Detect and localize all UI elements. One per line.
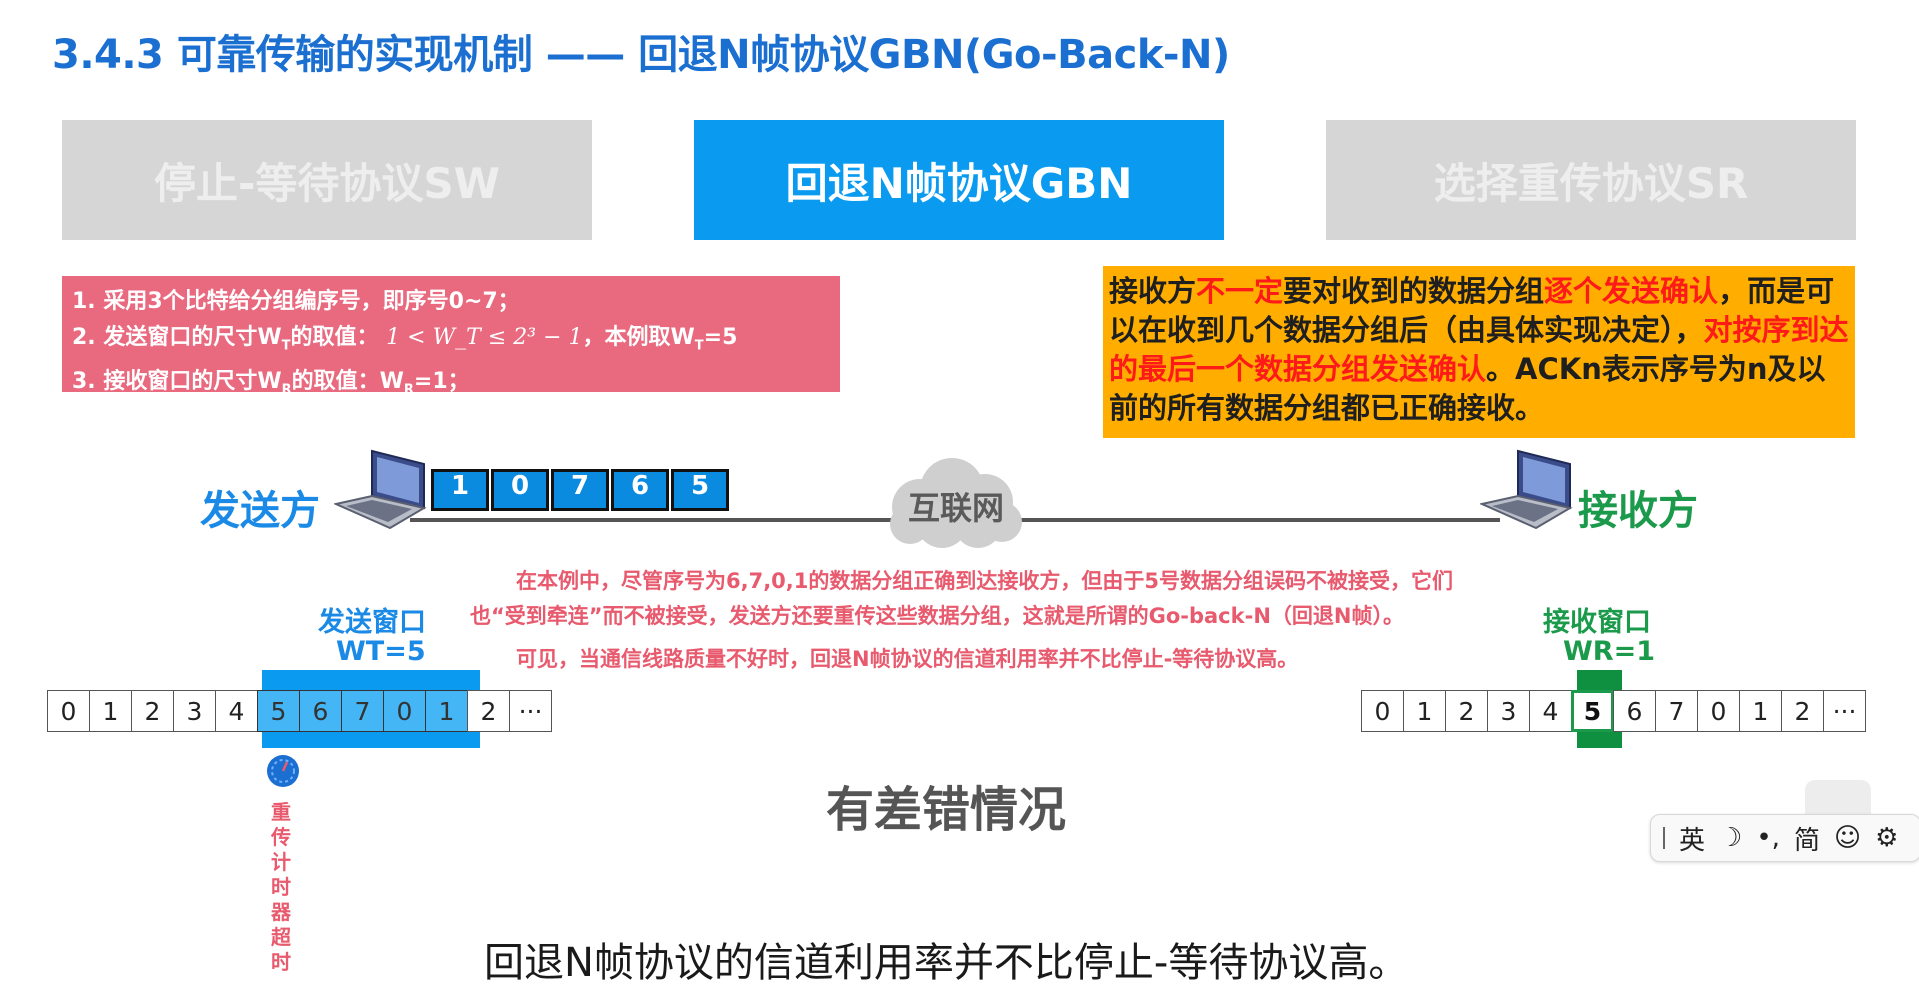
packet-envelope-icon: 1 [431, 469, 489, 511]
ime-emoji-icon[interactable]: ☺ [1833, 823, 1862, 853]
sender-laptop-icon [334, 449, 427, 530]
seq-cell: 6 [1613, 690, 1656, 732]
ime-punctuation-icon[interactable]: •, [1756, 823, 1780, 853]
rule-line-3: 3. 接收窗口的尺寸WR的取值：WR=1； [72, 369, 470, 398]
tab-stop-and-wait[interactable]: 停止-等待协议SW [62, 120, 592, 240]
retransmission-timer-timeout-label: 重传计时器超时 [271, 800, 291, 974]
ime-language-toggle[interactable]: 英 [1679, 825, 1706, 856]
rule-line-1: 1. 采用3个比特给分组编序号，即序号0~7； [72, 289, 520, 314]
receive-sequence-row: 0 1 2 3 4 5 6 7 0 1 2 ··· [1361, 690, 1866, 732]
packet-envelope-icon: 5 [671, 469, 729, 511]
rule-line-2: 2. 发送窗口的尺寸WT的取值： 1 < W_T ≤ 2³ − 1，本例取WT=… [72, 325, 738, 354]
ime-settings-gear-icon[interactable]: ⚙ [1875, 823, 1899, 853]
ime-drag-handle[interactable] [1663, 827, 1665, 849]
seq-cell: 1 [1739, 690, 1782, 732]
seq-cell: 3 [1487, 690, 1530, 732]
ack-note-box: 接收方不一定要对收到的数据分组逐个发送确认，而是可以在收到几个数据分组后（由具体… [1103, 266, 1855, 438]
receive-window-label: 接收窗口 [1543, 607, 1651, 638]
packet-envelope-icon: 7 [551, 469, 609, 511]
internet-cloud-icon [890, 458, 1022, 548]
packet-envelope-icon: 0 [491, 469, 549, 511]
sender-label: 发送方 [200, 488, 320, 534]
seq-cell: 1 [1403, 690, 1446, 732]
seq-cell-in-window: 5 [1571, 690, 1614, 732]
seq-cell: 0 [1697, 690, 1740, 732]
ime-moon-icon[interactable]: ☽ [1719, 823, 1743, 853]
seq-cell: 2 [1781, 690, 1824, 732]
timer-clock-icon [267, 755, 299, 787]
tab-selective-repeat[interactable]: 选择重传协议SR [1326, 120, 1856, 240]
seq-cell: 2 [1445, 690, 1488, 732]
explanation-line-2: 也“受到牵连”而不被接受，发送方还要重传这些数据分组，这就是所谓的Go-back… [470, 604, 1404, 628]
send-window-label: 发送窗口 [318, 607, 426, 638]
explanation-line-3: 可见，当通信线路质量不好时，回退N帧协议的信道利用率并不比停止-等待协议高。 [516, 647, 1299, 671]
explanation-line-1: 在本例中，尽管序号为6,7,0,1的数据分组正确到达接收方，但由于5号数据分组误… [516, 569, 1453, 593]
seq-cell: 0 [47, 690, 90, 732]
seq-cell-in-window: 5 [257, 690, 300, 732]
tab-go-back-n[interactable]: 回退N帧协议GBN [694, 120, 1224, 240]
ime-simplified-toggle[interactable]: 简 [1793, 825, 1820, 856]
receiver-label: 接收方 [1578, 488, 1698, 534]
slide-title: 3.4.3 可靠传输的实现机制 —— 回退N帧协议GBN(Go-Back-N) [52, 32, 1230, 78]
seq-cell: 4 [1529, 690, 1572, 732]
seq-cell: 0 [1361, 690, 1404, 732]
send-window-size: WT=5 [336, 636, 426, 667]
packet-envelope-icon: 6 [611, 469, 669, 511]
seq-cell: ··· [1823, 690, 1866, 732]
seq-cell-in-window: 7 [341, 690, 384, 732]
video-subtitle: 回退N帧协议的信道利用率并不比停止-等待协议高。 [484, 940, 1409, 986]
seq-cell-in-window: 6 [299, 690, 342, 732]
receive-window-size: WR=1 [1563, 636, 1655, 667]
send-sequence-row: 0 1 2 3 4 5 6 7 0 1 2 ··· [47, 690, 552, 732]
seq-cell: 3 [173, 690, 216, 732]
seq-cell: ··· [509, 690, 552, 732]
rules-box: 1. 采用3个比特给分组编序号，即序号0~7； 2. 发送窗口的尺寸WT的取值：… [62, 276, 840, 398]
seq-cell: 1 [89, 690, 132, 732]
internet-label: 互联网 [907, 489, 1004, 527]
ime-toolbar[interactable]: 英 ☽ •, 简 ☺ ⚙ [1650, 814, 1919, 862]
receiver-laptop-icon [1480, 449, 1573, 530]
seq-cell: 2 [467, 690, 510, 732]
seq-cell: 4 [215, 690, 258, 732]
seq-cell: 2 [131, 690, 174, 732]
seq-cell-in-window: 1 [425, 690, 468, 732]
seq-cell: 7 [1655, 690, 1698, 732]
seq-cell-in-window: 0 [383, 690, 426, 732]
window-size-formula: 1 < W_T ≤ 2³ − 1 [386, 325, 583, 350]
error-case-heading: 有差错情况 [826, 782, 1067, 838]
